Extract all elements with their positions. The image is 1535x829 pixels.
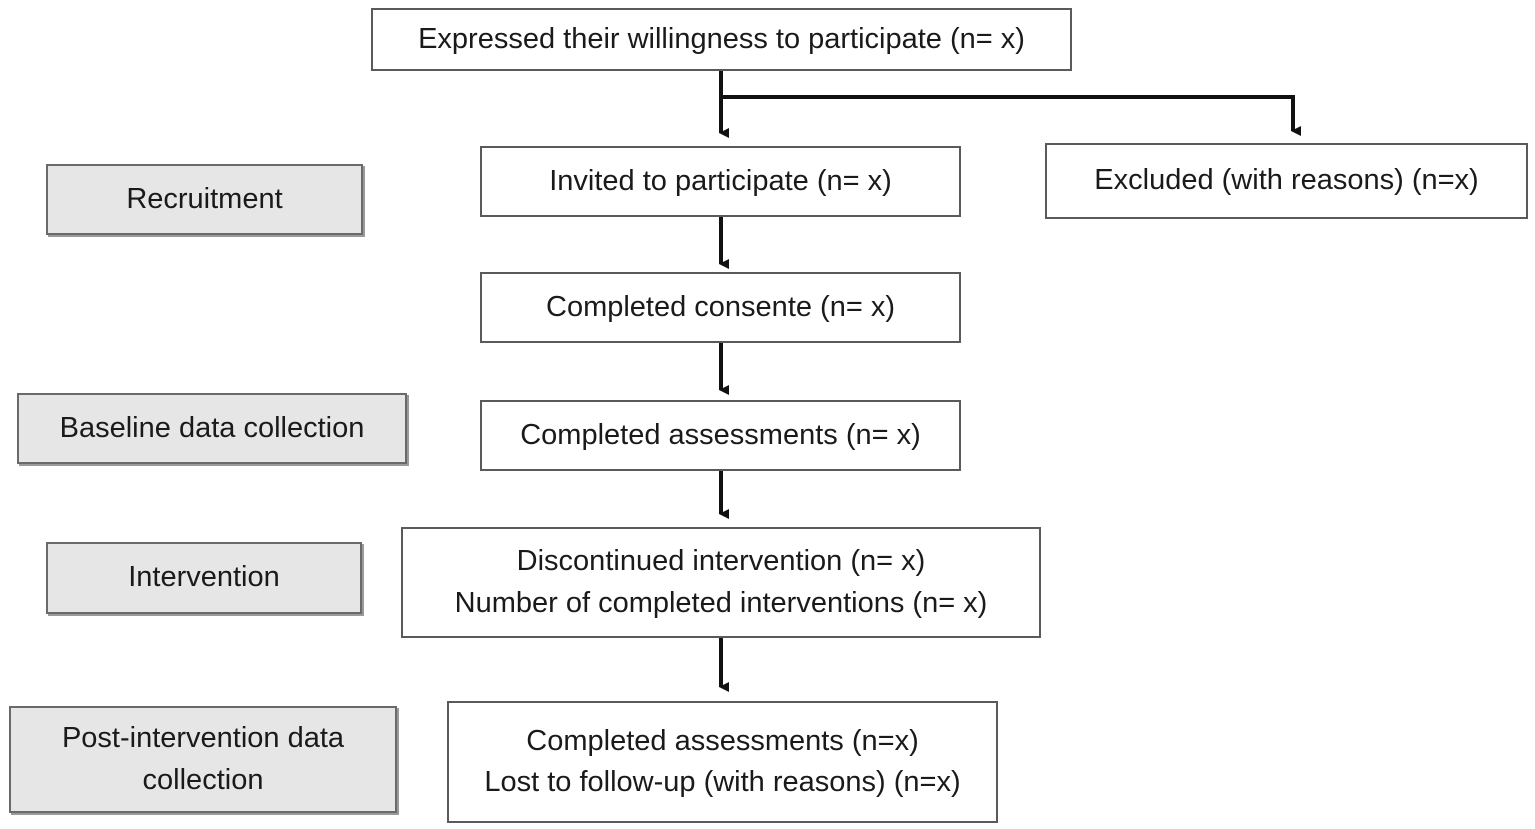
stage-recruitment: Recruitment bbox=[46, 164, 363, 235]
lost-followup-text: Lost to follow-up (with reasons) (n=x) bbox=[484, 766, 961, 798]
invited-text: Invited to participate (n= x) bbox=[549, 164, 892, 197]
expressed-text: Expressed their willingness to participa… bbox=[418, 22, 1025, 55]
stage-post-label-line1: Post-intervention data bbox=[61, 722, 345, 755]
box-excluded: Excluded (with reasons) (n=x) bbox=[1045, 143, 1528, 219]
completed-interventions-text: Number of completed interventions (n= x) bbox=[454, 586, 988, 619]
stage-baseline-label: Baseline data collection bbox=[59, 411, 365, 444]
stage-recruitment-label: Recruitment bbox=[126, 182, 283, 215]
stage-baseline: Baseline data collection bbox=[17, 393, 407, 464]
box-intervention: Discontinued intervention (n= x) Number … bbox=[401, 527, 1041, 638]
post-assessments-text: Completed assessments (n=x) bbox=[526, 724, 919, 757]
box-invited: Invited to participate (n= x) bbox=[480, 146, 961, 217]
stage-intervention: Intervention bbox=[46, 542, 362, 614]
box-consent: Completed consente (n= x) bbox=[480, 272, 961, 343]
box-expressed: Expressed their willingness to participa… bbox=[371, 8, 1072, 71]
box-baseline-assessments: Completed assessments (n= x) bbox=[480, 400, 961, 471]
discontinued-text: Discontinued intervention (n= x) bbox=[516, 545, 926, 578]
excluded-text: Excluded (with reasons) (n=x) bbox=[1094, 164, 1479, 197]
baseline-assessments-text: Completed assessments (n= x) bbox=[520, 418, 921, 451]
consent-text: Completed consente (n= x) bbox=[546, 290, 895, 323]
stage-post-label-line2: collection bbox=[142, 763, 264, 796]
stage-post-intervention: Post-intervention data collection bbox=[9, 706, 397, 813]
stage-intervention-label: Intervention bbox=[128, 561, 280, 594]
arrow-expressed-to-excluded bbox=[721, 95, 1301, 136]
box-post-intervention: Completed assessments (n=x) Lost to foll… bbox=[447, 701, 998, 823]
